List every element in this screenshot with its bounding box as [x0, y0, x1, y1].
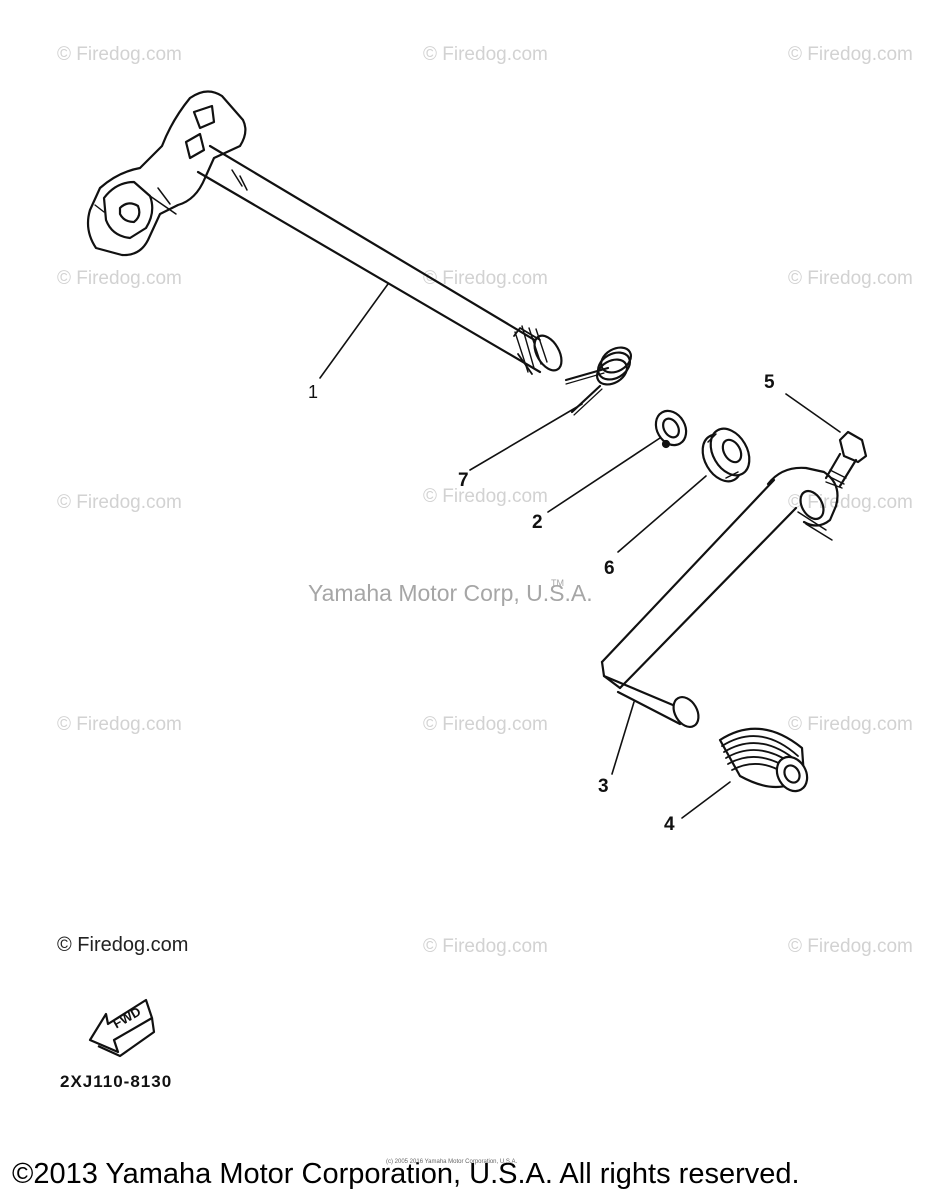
watermark: © Firedog.com: [788, 44, 913, 65]
watermark: © Firedog.com: [57, 714, 182, 735]
callout-7: 7: [458, 470, 469, 491]
part-code: 2XJ110-8130: [60, 1072, 173, 1091]
watermark: © Firedog.com: [423, 268, 548, 289]
callout-1: 1: [308, 382, 319, 402]
center-credit-text: Yamaha Motor Corp, U.S.A.: [308, 580, 593, 606]
watermark: © Firedog.com: [423, 44, 548, 65]
watermark: © Firedog.com: [57, 934, 189, 956]
copyright-notice: ©2013 Yamaha Motor Corporation, U.S.A. A…: [12, 1158, 800, 1190]
watermark: © Firedog.com: [788, 936, 913, 957]
callout-2: 2: [532, 512, 543, 533]
shift-arm: [86, 90, 247, 257]
watermark: © Firedog.com: [423, 936, 548, 957]
callout-4: 4: [664, 814, 675, 835]
fwd-arrow-icon: [88, 998, 156, 1058]
return-spring: [564, 346, 633, 416]
shift-shaft: [196, 144, 563, 375]
trademark-mark: TM: [551, 578, 565, 589]
watermark: © Firedog.com: [788, 268, 913, 289]
watermark: © Firedog.com: [788, 714, 913, 735]
watermark: © Firedog.com: [423, 714, 548, 735]
pedal-rubber: [718, 727, 809, 793]
watermark: © Firedog.com: [57, 268, 182, 289]
shift-pedal: [600, 466, 839, 729]
callout-3: 3: [598, 776, 609, 797]
tiny-credit: (c) 2005 2016 Yamaha Motor Corporation, …: [386, 1159, 518, 1165]
watermark: © Firedog.com: [57, 44, 182, 65]
watermark: © Firedog.com: [423, 486, 548, 507]
watermark: © Firedog.com: [57, 492, 182, 513]
circlip: [654, 409, 688, 449]
oil-seal: [701, 427, 751, 483]
callout-6: 6: [604, 558, 615, 579]
callout-5: 5: [764, 372, 775, 393]
center-credit: Yamaha Motor Corp, U.S.A. TM: [308, 578, 612, 607]
